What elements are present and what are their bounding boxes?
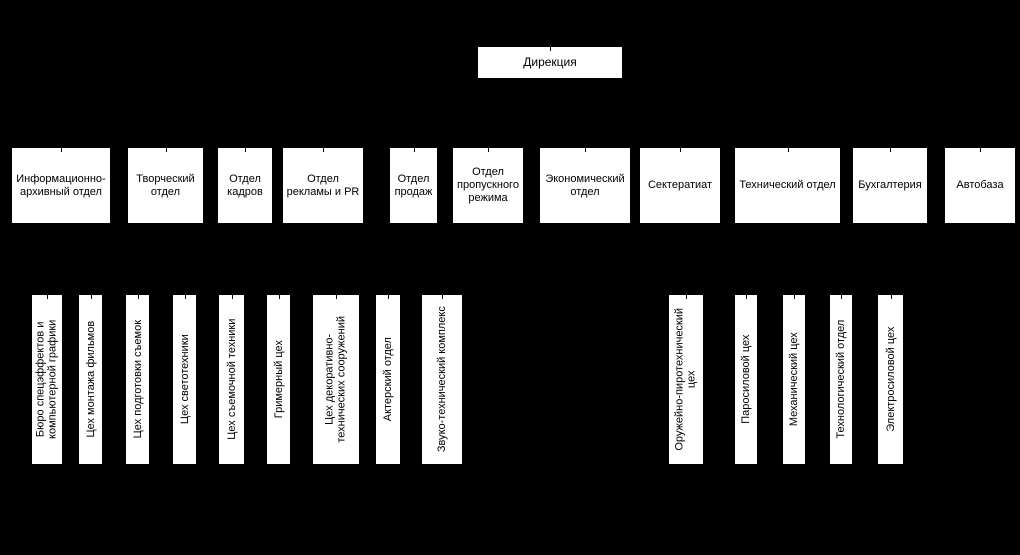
node-label: Отдел кадров xyxy=(227,172,263,198)
node-label: Технический отдел xyxy=(739,179,836,192)
node-label: Цех декоративно-технических сооружений xyxy=(323,316,348,443)
dept-node-secretariat: Сектератиат xyxy=(640,148,720,223)
unit-node-actors: Актерский отдел xyxy=(376,295,400,464)
unit-node-mechanical: Механический цех xyxy=(783,295,805,464)
node-label: Механический цех xyxy=(787,332,800,427)
node-label: Отдел продаж xyxy=(394,172,433,198)
unit-node-steam-power: Паросиловой цех xyxy=(735,295,757,464)
node-label: Оружейно-пиротехнический цех xyxy=(673,308,698,451)
node-label: Электросиловой цех xyxy=(884,326,897,433)
node-label: Гримерный цех xyxy=(272,340,285,419)
node-label: Отдел пропускного режима xyxy=(457,166,519,204)
node-direction: Дирекция xyxy=(478,47,622,78)
unit-node-camera-equipment: Цех съемочной техники xyxy=(219,295,244,464)
node-label: Бухгалтерия xyxy=(858,179,922,192)
unit-node-lighting: Цех светотехники xyxy=(173,295,196,464)
node-label: Паросиловой цех xyxy=(739,334,752,425)
dept-node-motor-pool: Автобаза xyxy=(945,148,1015,223)
dept-node-advertising-pr: Отдел рекламы и PR xyxy=(283,148,363,223)
node-label: Творческий отдел xyxy=(136,172,195,198)
unit-node-shoot-prep: Цех подготовки съемок xyxy=(126,295,149,464)
node-label: Технологический отдел xyxy=(834,320,847,439)
dept-node-technical: Технический отдел xyxy=(735,148,840,223)
node-label: Сектератиат xyxy=(647,179,713,192)
node-label: Отдел рекламы и PR xyxy=(286,172,360,198)
node-label: Актерский отдел xyxy=(381,337,394,422)
node-label: Информационно-архивный отдел xyxy=(16,172,106,198)
unit-node-technological: Технологический отдел xyxy=(830,295,852,464)
unit-node-weapons-pyro: Оружейно-пиротехнический цех xyxy=(669,295,703,464)
node-label: Звуко-технический комплекс xyxy=(435,306,448,453)
unit-node-sound-complex: Звуко-технический комплекс xyxy=(422,295,462,464)
node-label: Экономический отдел xyxy=(545,172,625,198)
dept-node-accounting: Бухгалтерия xyxy=(853,148,927,223)
unit-node-makeup: Гримерный цех xyxy=(267,295,290,464)
dept-node-sales: Отдел продаж xyxy=(390,148,437,223)
node-label: Цех светотехники xyxy=(178,334,191,425)
node-label: Дирекция xyxy=(523,55,577,70)
node-label: Цех подготовки съемок xyxy=(131,320,144,439)
dept-node-info-archive: Информационно-архивный отдел xyxy=(12,148,110,223)
unit-node-sfx-cg-bureau: Бюро спецэффектов и компьютерной графики xyxy=(32,295,62,464)
unit-node-electric-power: Электросиловой цех xyxy=(878,295,903,464)
node-label: Автобаза xyxy=(956,179,1004,192)
dept-node-access-control: Отдел пропускного режима xyxy=(453,148,523,223)
unit-node-set-construction: Цех декоративно-технических сооружений xyxy=(313,295,359,464)
dept-node-creative: Творческий отдел xyxy=(128,148,203,223)
node-label: Бюро спецэффектов и компьютерной графики xyxy=(34,319,59,440)
dept-node-economic: Экономический отдел xyxy=(540,148,630,223)
dept-node-hr: Отдел кадров xyxy=(218,148,272,223)
unit-node-film-editing: Цех монтажа фильмов xyxy=(79,295,102,464)
node-label: Цех монтажа фильмов xyxy=(84,321,97,438)
node-label: Цех съемочной техники xyxy=(225,318,238,441)
